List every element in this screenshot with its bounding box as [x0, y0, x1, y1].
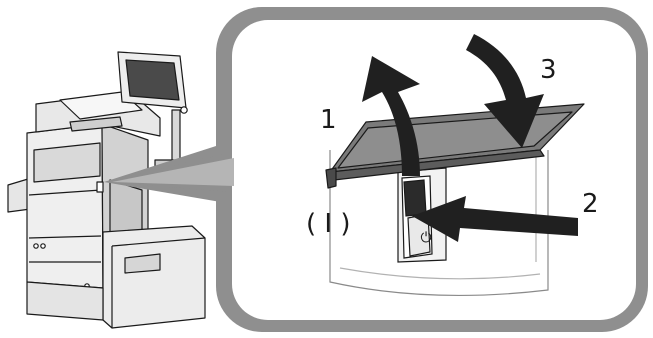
power-on-symbol: ⏻: [420, 230, 431, 246]
step-label-1: 1: [320, 105, 337, 135]
step-label-3: 3: [540, 55, 557, 85]
switch-on-label: ( I ): [306, 209, 350, 239]
step-label-2: 2: [582, 189, 599, 219]
